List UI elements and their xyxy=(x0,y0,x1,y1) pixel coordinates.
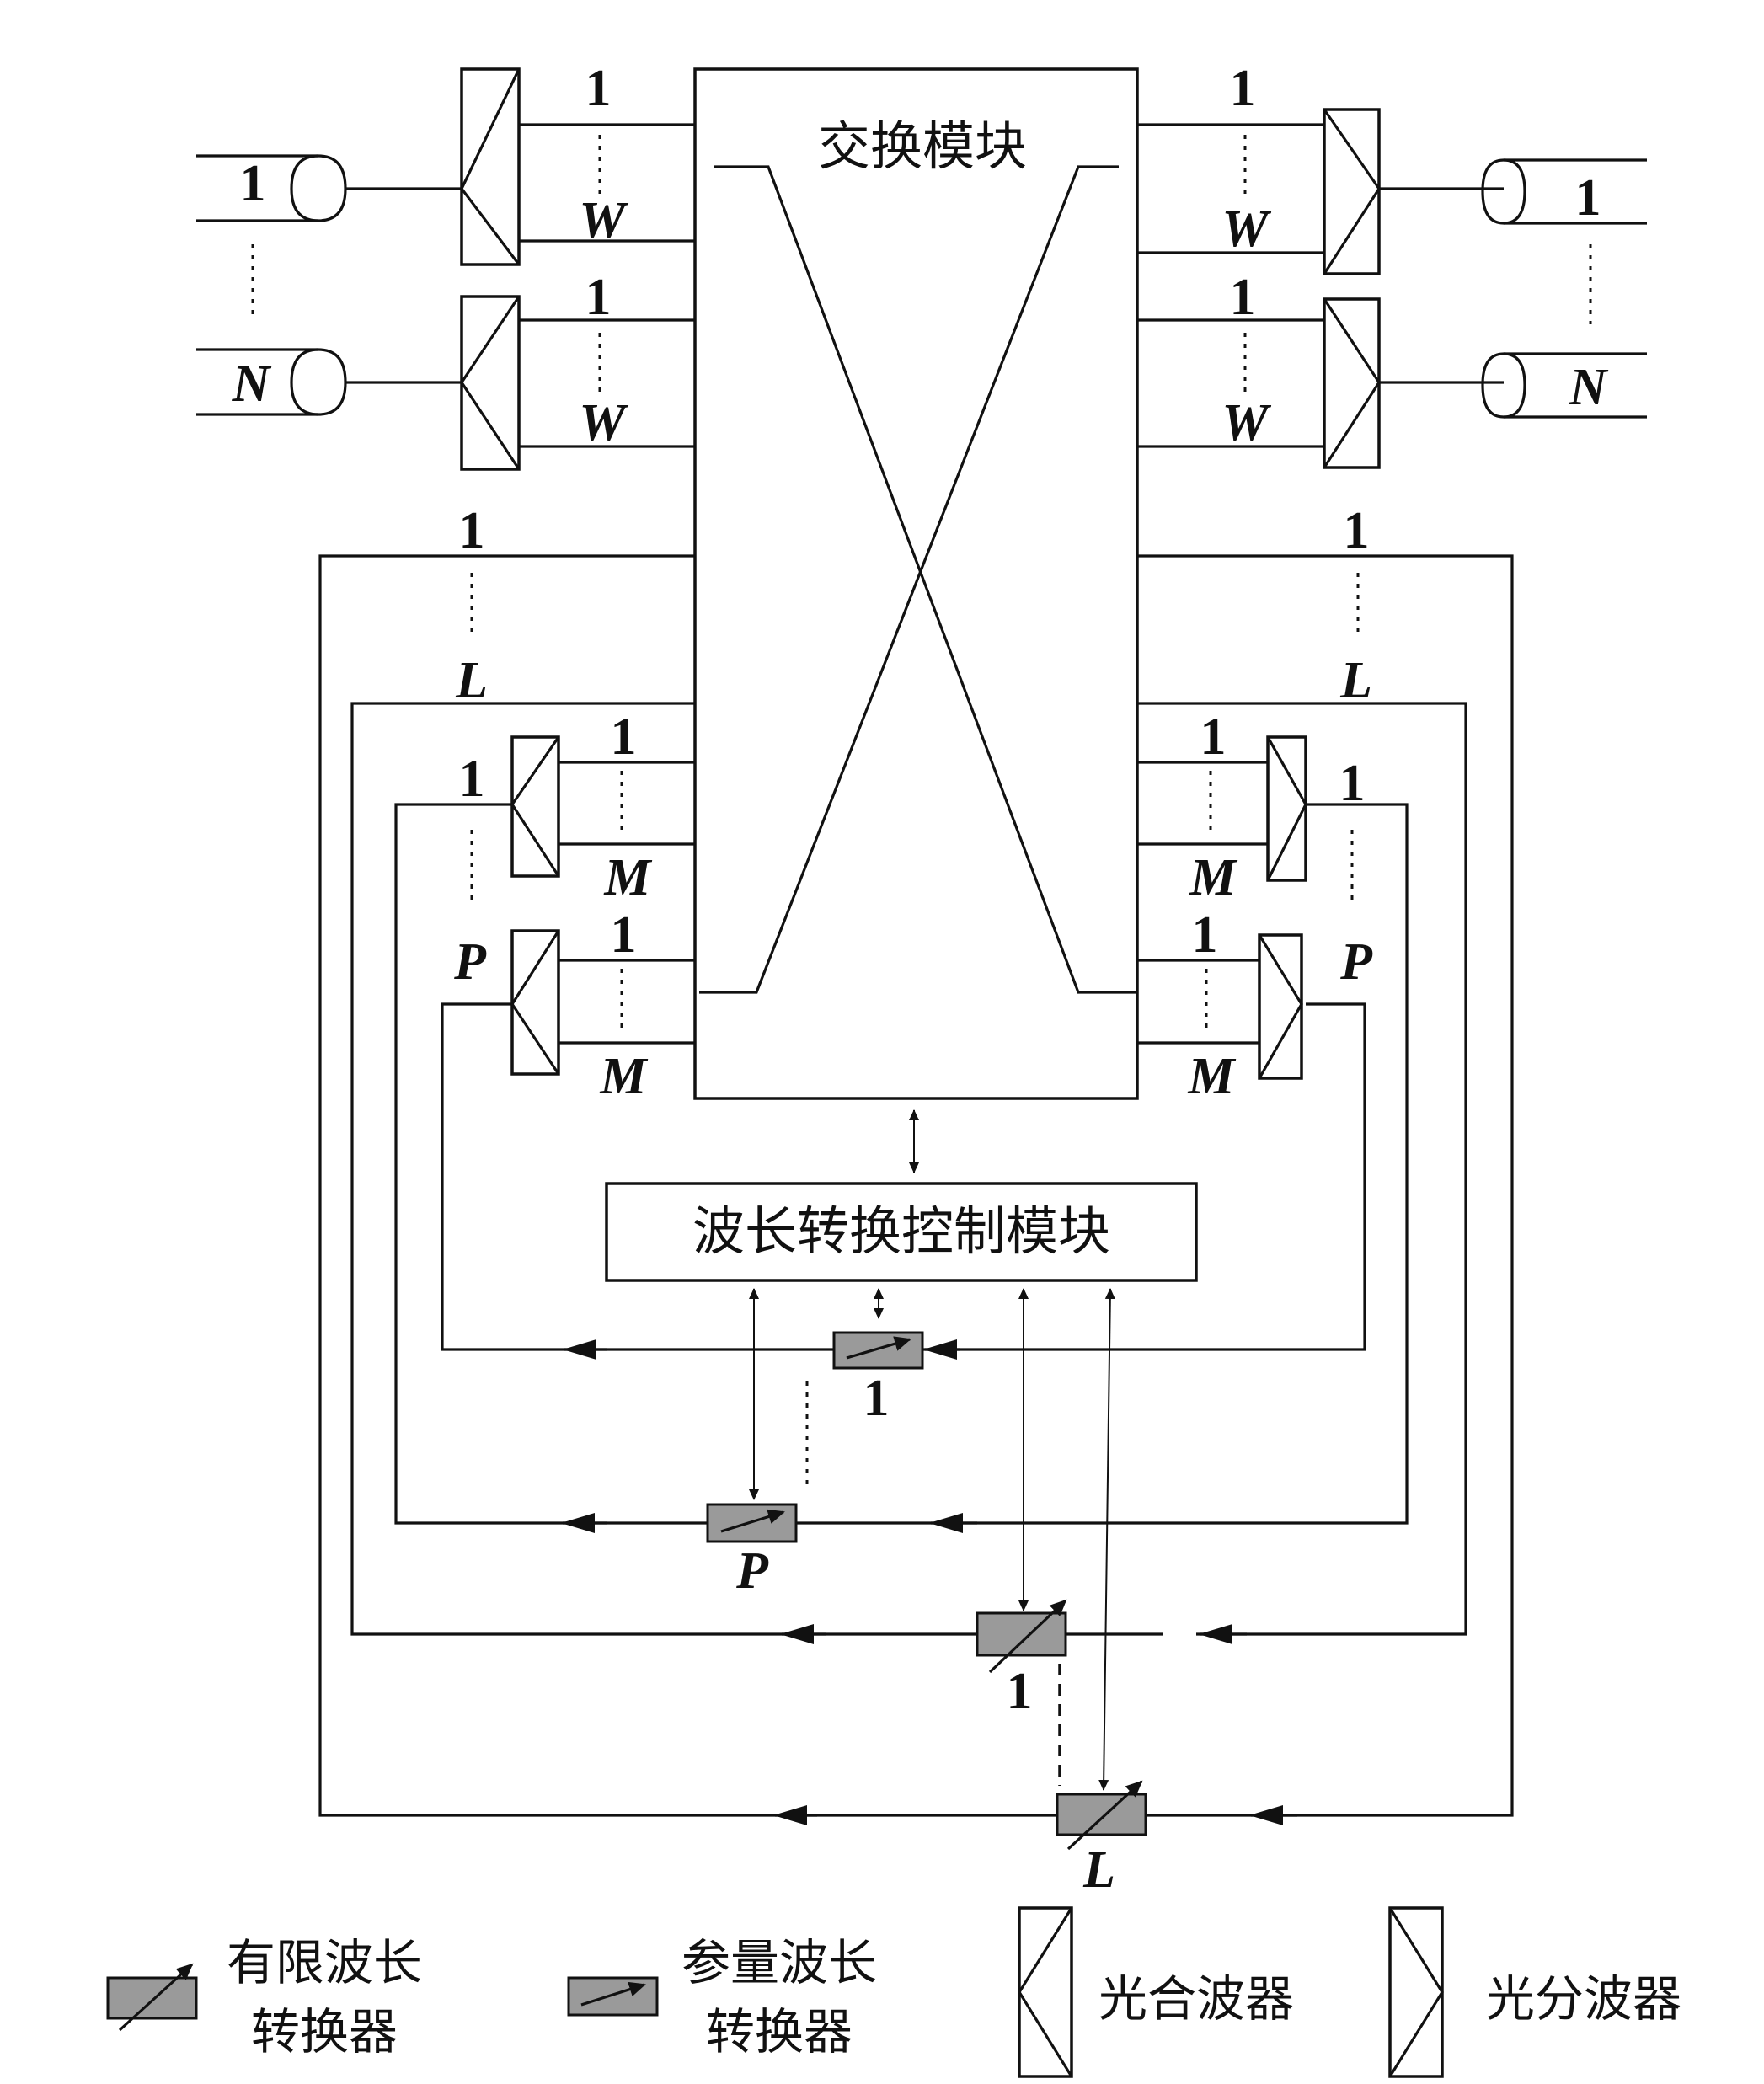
left-mux-1 xyxy=(512,737,559,876)
legend-combiner-label: 光合波器 xyxy=(1098,1970,1294,2028)
left-m-label-m: M xyxy=(599,1048,648,1105)
input-fiber-1 xyxy=(196,156,462,221)
legend-combiner-icon xyxy=(1019,1908,1072,2076)
out-ch-label-1: 1 xyxy=(1230,60,1256,117)
limited-converter-l xyxy=(1057,1782,1146,1849)
output-fiber-1-label: 1 xyxy=(1575,169,1601,227)
legend-limited-converter-line2: 转换器 xyxy=(251,2003,398,2060)
legend-limited-converter-line1: 有限波长 xyxy=(227,1934,422,1991)
right-demux-1 xyxy=(1268,737,1306,880)
input-demux-1 xyxy=(462,69,519,265)
left-m-label-m: M xyxy=(603,849,652,906)
input-fiber-1-label: 1 xyxy=(240,155,266,212)
output-fiber-1 xyxy=(1379,160,1647,223)
limited-converter-1 xyxy=(977,1600,1066,1672)
legend-limited-converter-icon xyxy=(108,1964,196,2030)
left-loop-label-l: L xyxy=(455,652,488,709)
right-loop-label-l: L xyxy=(1339,652,1372,709)
legend-splitter-icon xyxy=(1390,1908,1442,2076)
param-converter-1 xyxy=(834,1333,922,1368)
param-converter-p xyxy=(708,1504,796,1542)
right-loop-label-1: 1 xyxy=(1344,502,1370,559)
right-p-label-p: P xyxy=(1339,933,1373,991)
in-ch-label-w: W xyxy=(579,394,628,452)
right-m-label-1: 1 xyxy=(1192,906,1218,964)
left-m-label-1: 1 xyxy=(611,708,637,766)
right-m-label-m: M xyxy=(1189,849,1237,906)
right-m-label-m: M xyxy=(1187,1048,1236,1105)
out-ch-label-w: W xyxy=(1221,200,1271,258)
left-p-label-1: 1 xyxy=(459,751,485,808)
right-m-label-1: 1 xyxy=(1200,708,1227,766)
in-ch-label-w: W xyxy=(579,192,628,249)
output-fiber-n-label: N xyxy=(1569,359,1609,416)
legend-param-converter-icon xyxy=(569,1978,657,2015)
in-ch-label-1: 1 xyxy=(585,269,612,326)
legend-param-converter-line1: 参量波长 xyxy=(682,1934,877,1991)
param-converter-1-label: 1 xyxy=(863,1370,890,1427)
limited-converter-1-label: 1 xyxy=(1007,1663,1033,1720)
right-demux-p xyxy=(1259,935,1302,1078)
legend-param-converter-line2: 转换器 xyxy=(706,2003,853,2060)
switch-module-label: 交换模块 xyxy=(818,115,1027,177)
left-p-label-p: P xyxy=(453,933,487,991)
input-fiber-n-label: N xyxy=(232,355,272,413)
legend: 有限波长 转换器 参量波长 转换器 光合波器 光分波器 xyxy=(108,1908,1681,2076)
output-mux-1 xyxy=(1324,110,1379,274)
left-loop-label-1: 1 xyxy=(459,502,485,559)
legend-splitter-label: 光分波器 xyxy=(1486,1970,1681,2028)
right-p-label-1: 1 xyxy=(1339,755,1366,812)
param-converter-p-label: P xyxy=(735,1542,769,1600)
out-ch-label-w: W xyxy=(1221,394,1271,452)
left-mux-p xyxy=(512,931,559,1074)
limited-converter-l-label: L xyxy=(1082,1841,1115,1899)
in-ch-label-1: 1 xyxy=(585,60,612,117)
out-ch-label-1: 1 xyxy=(1230,269,1256,326)
input-demux-n xyxy=(462,297,519,469)
left-m-label-1: 1 xyxy=(611,906,637,964)
control-module-label: 波长转换控制模块 xyxy=(692,1200,1110,1262)
control-link-limited-l xyxy=(1104,1289,1110,1790)
output-mux-n xyxy=(1324,299,1379,468)
